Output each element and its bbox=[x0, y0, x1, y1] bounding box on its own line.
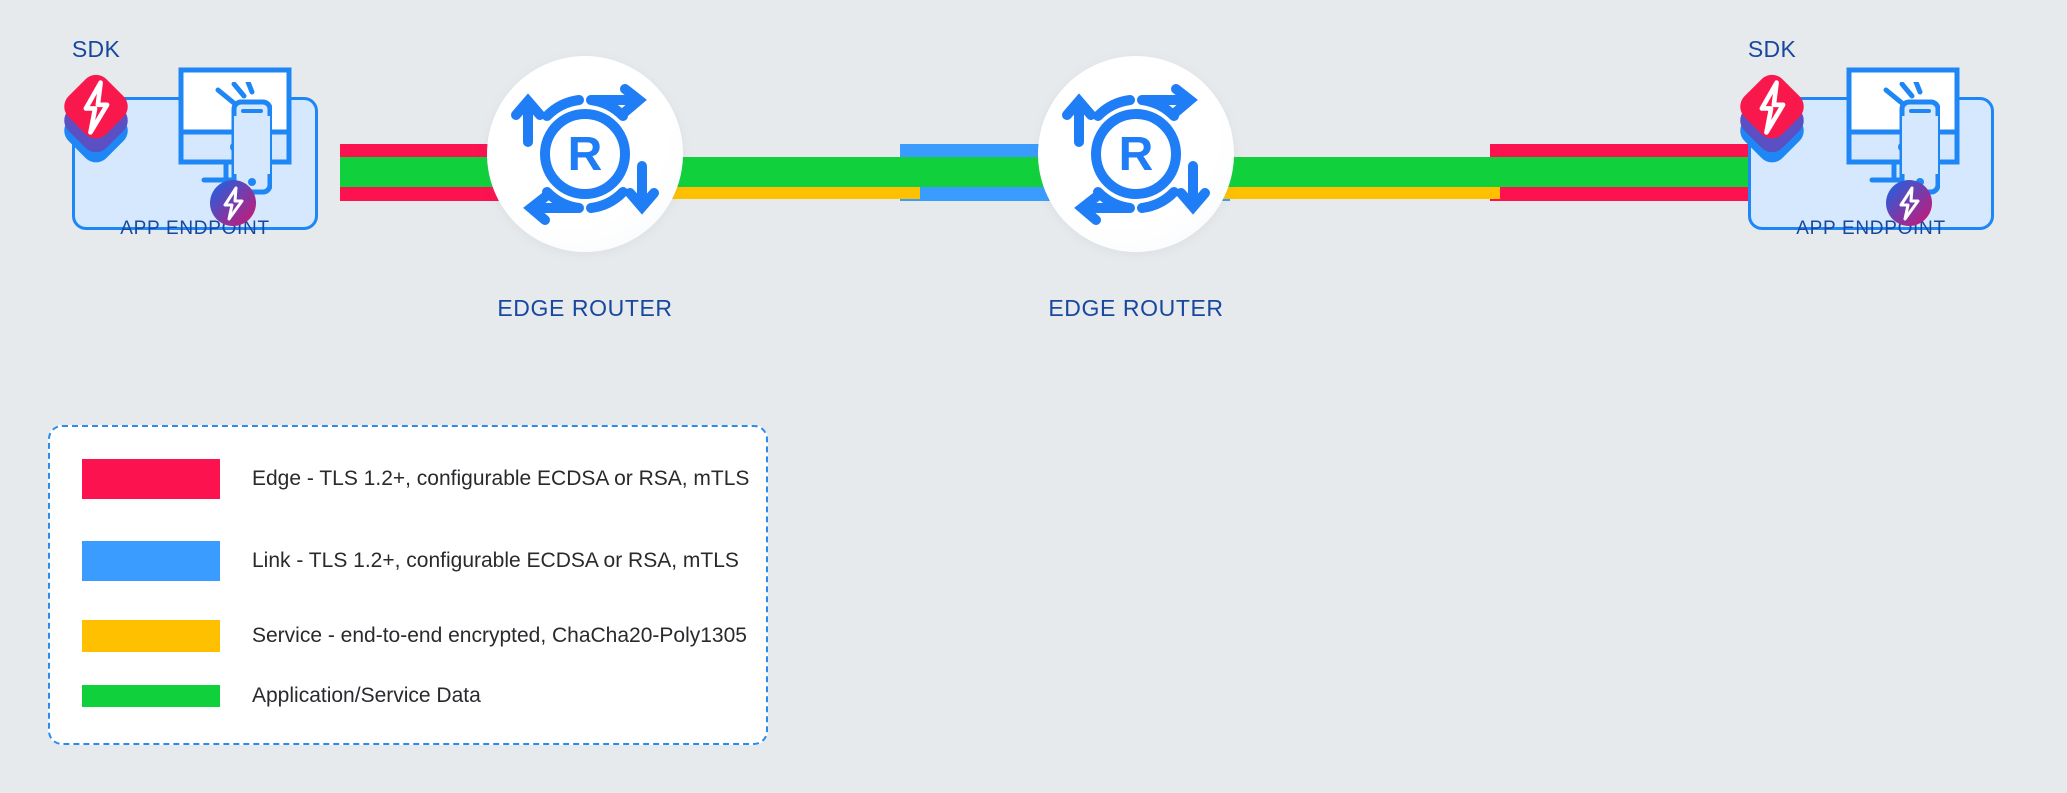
edge-router-circle-right bbox=[1038, 56, 1234, 252]
router-arrows-icon-left: R bbox=[511, 84, 659, 225]
edge-band-top-right bbox=[1490, 144, 1790, 158]
edge-swatch bbox=[82, 459, 220, 499]
sdk-label-left: SDK bbox=[71, 36, 121, 62]
link-swatch bbox=[82, 541, 220, 581]
legend-box: Edge - TLS 1.2+, configurable ECDSA or R… bbox=[48, 425, 768, 745]
legend-item-link: Link - TLS 1.2+, configurable ECDSA or R… bbox=[50, 537, 766, 585]
data-band-through-router-right bbox=[1210, 157, 1500, 187]
mobile-phone-icon-left bbox=[215, 82, 272, 195]
edge-router-circle-left bbox=[487, 56, 683, 252]
service-band-through-router-left-b bbox=[630, 187, 920, 199]
edge-router-label-right: EDGE ROUTER bbox=[1048, 295, 1224, 321]
data-band-right bbox=[1490, 157, 1790, 187]
edge-router-label-left: EDGE ROUTER bbox=[497, 295, 673, 321]
service-band-through-router-right-b bbox=[1210, 187, 1500, 199]
service-swatch bbox=[82, 620, 220, 652]
mobile-phone-icon-right bbox=[1883, 82, 1940, 195]
legend-label-edge: Edge - TLS 1.2+, configurable ECDSA or R… bbox=[252, 467, 750, 490]
lightning-badge-icon-right[interactable] bbox=[1886, 180, 1932, 226]
legend-item-application: Application/Service Data bbox=[50, 672, 766, 720]
legend-item-edge: Edge - TLS 1.2+, configurable ECDSA or R… bbox=[50, 455, 766, 503]
edge-band-bottom-right bbox=[1490, 187, 1790, 201]
app-endpoint-label-left: APP ENDPOINT bbox=[120, 218, 270, 239]
sdk-label-right: SDK bbox=[1747, 36, 1797, 62]
application-swatch bbox=[82, 685, 220, 707]
legend-label-application: Application/Service Data bbox=[252, 684, 481, 707]
svg-text:R: R bbox=[1119, 128, 1154, 181]
sdk-layers-lightning-icon-left bbox=[64, 74, 128, 163]
svg-text:R: R bbox=[568, 128, 603, 181]
legend-label-link: Link - TLS 1.2+, configurable ECDSA or R… bbox=[252, 549, 739, 572]
sdk-layers-lightning-icon-right bbox=[1740, 74, 1804, 163]
app-endpoint-label-right: APP ENDPOINT bbox=[1796, 218, 1946, 239]
legend-label-service: Service - end-to-end encrypted, ChaCha20… bbox=[252, 624, 747, 647]
legend-item-service: Service - end-to-end encrypted, ChaCha20… bbox=[50, 612, 766, 660]
lightning-badge-icon-left[interactable] bbox=[210, 180, 256, 226]
router-arrows-icon-right: R bbox=[1062, 84, 1210, 225]
